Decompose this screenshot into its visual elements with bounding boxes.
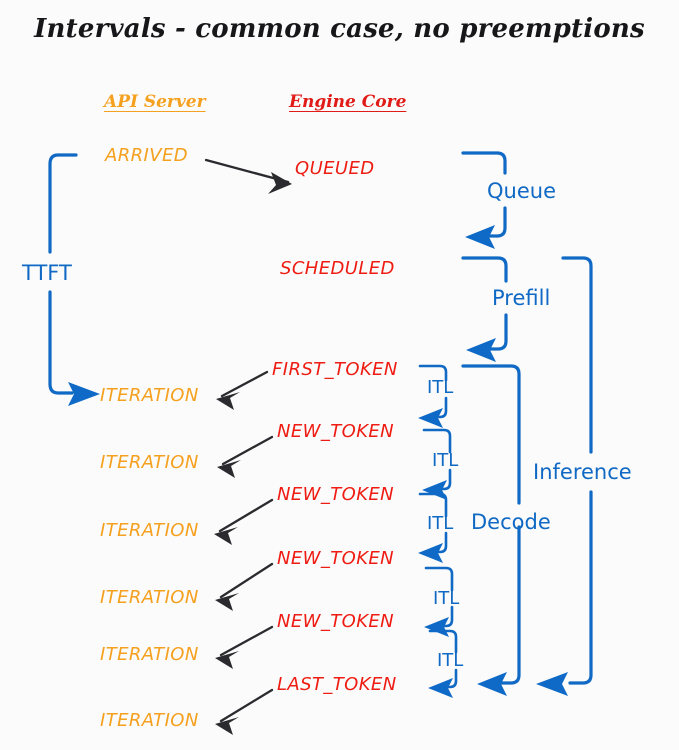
state-iteration-6: ITERATION bbox=[100, 710, 199, 731]
state-iteration-2: ITERATION bbox=[100, 452, 199, 473]
arrow-last-token-to-iteration bbox=[215, 688, 274, 735]
state-new-token-3: NEW_TOKEN bbox=[277, 548, 395, 569]
page-title: Intervals - common case, no preemptions bbox=[34, 14, 645, 44]
arrow-first-token-to-iteration bbox=[216, 370, 269, 410]
interval-label-itl-2: ITL bbox=[432, 450, 459, 471]
state-iteration-4: ITERATION bbox=[100, 587, 199, 608]
interval-label-itl-3: ITL bbox=[427, 513, 454, 534]
column-heading-api-server: API Server bbox=[104, 92, 206, 112]
state-queued: QUEUED bbox=[295, 158, 375, 179]
state-first-token: FIRST_TOKEN bbox=[272, 359, 398, 380]
state-iteration-1: ITERATION bbox=[100, 385, 199, 406]
bracket-prefill bbox=[461, 256, 508, 362]
state-scheduled: SCHEDULED bbox=[280, 258, 395, 279]
arrow-new-token-3-to-iteration bbox=[215, 562, 274, 611]
column-heading-engine-core: Engine Core bbox=[289, 92, 407, 112]
interval-label-itl-1: ITL bbox=[427, 377, 454, 398]
interval-label-itl-5: ITL bbox=[437, 650, 464, 671]
interval-label-decode: Decode bbox=[471, 510, 551, 534]
interval-label-itl-4: ITL bbox=[433, 588, 460, 609]
state-new-token-2: NEW_TOKEN bbox=[277, 484, 395, 505]
state-new-token-1: NEW_TOKEN bbox=[277, 421, 395, 442]
interval-label-prefill: Prefill bbox=[492, 286, 551, 310]
state-last-token: LAST_TOKEN bbox=[277, 674, 397, 695]
arrow-arrived-to-queued bbox=[204, 158, 292, 194]
arrow-new-token-4-to-iteration bbox=[215, 625, 274, 669]
state-arrived: ARRIVED bbox=[105, 145, 188, 166]
state-iteration-3: ITERATION bbox=[100, 520, 199, 541]
state-iteration-5: ITERATION bbox=[100, 644, 199, 665]
interval-label-queue: Queue bbox=[487, 179, 556, 203]
state-new-token-4: NEW_TOKEN bbox=[277, 611, 395, 632]
interval-label-inference: Inference bbox=[533, 460, 632, 484]
arrow-new-token-2-to-iteration bbox=[214, 498, 274, 545]
arrow-new-token-1-to-iteration bbox=[217, 435, 274, 478]
interval-label-ttft: TTFT bbox=[22, 261, 72, 285]
